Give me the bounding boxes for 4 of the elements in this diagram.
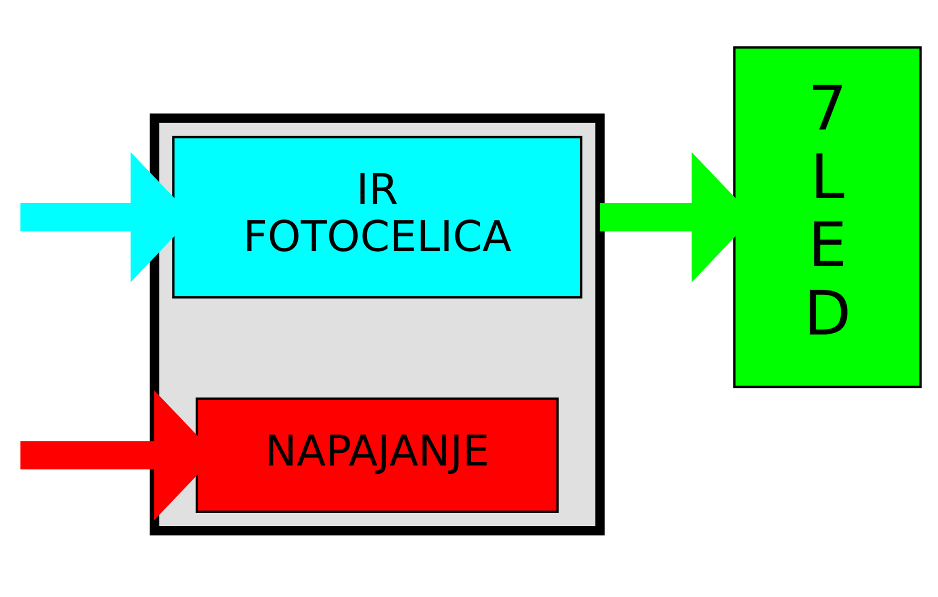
node-box: 7 L E D <box>732 46 922 388</box>
node-box: NAPAJANJE <box>195 398 558 513</box>
cluster <box>149 113 604 536</box>
node-box: IR FOTOCELICA <box>172 136 582 298</box>
